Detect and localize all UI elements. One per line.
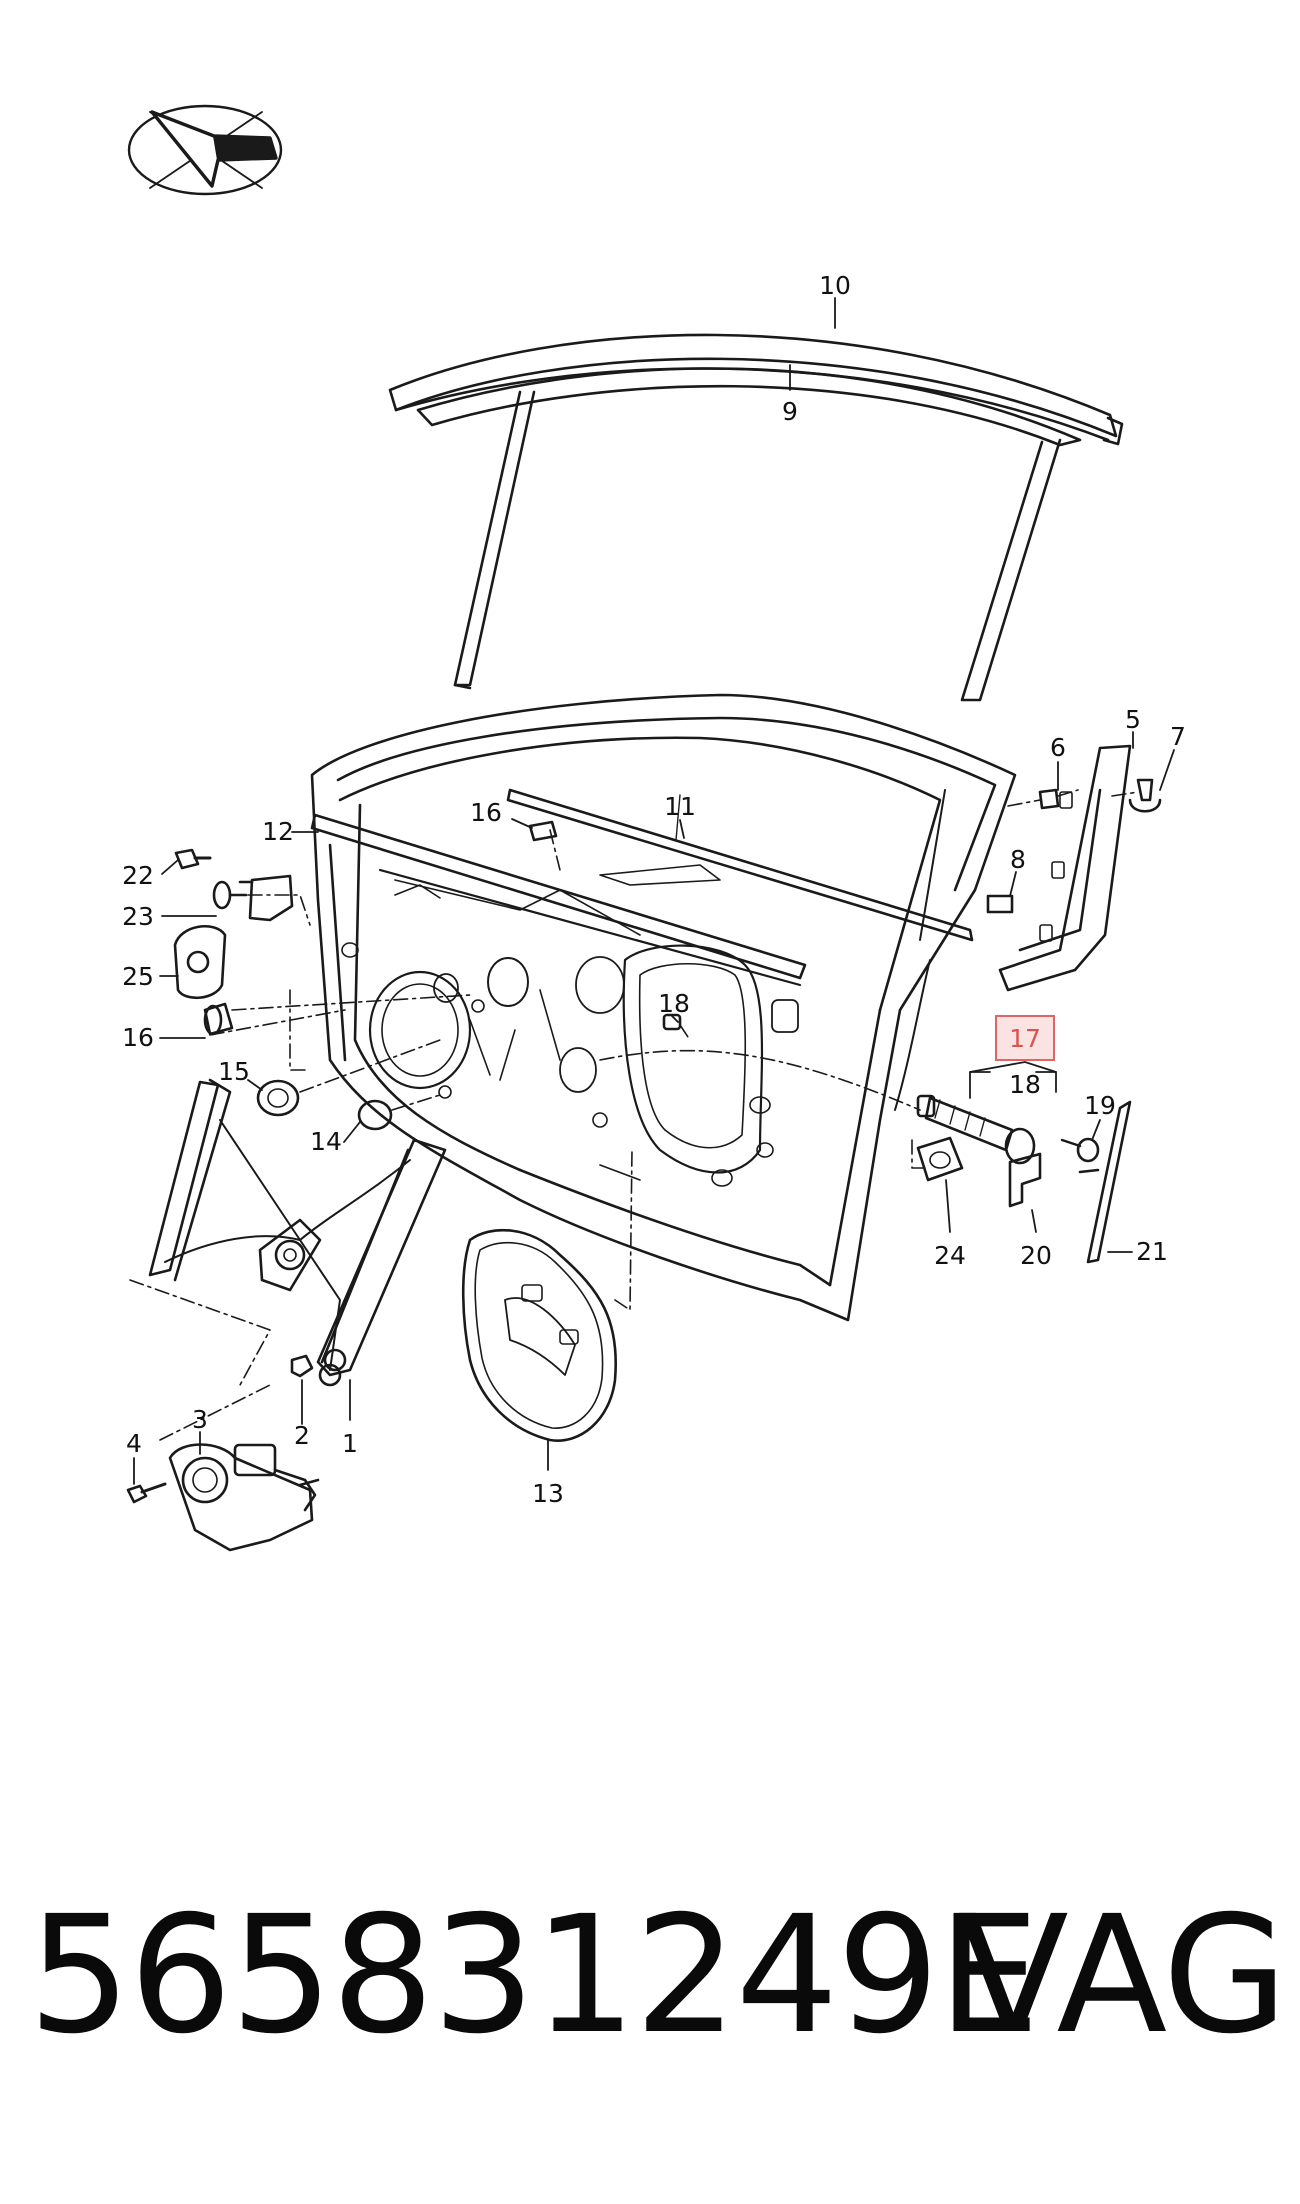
callout-18-upper[interactable]: 18 [658, 989, 690, 1018]
callout-10[interactable]: 10 [819, 271, 851, 300]
part-18-clip [662, 1013, 682, 1031]
callout-20[interactable]: 20 [1020, 1241, 1052, 1270]
part-2-nut [290, 1354, 314, 1378]
part-13-sealing-film [461, 1228, 618, 1442]
part-11-waist-strip [506, 788, 974, 942]
callout-6[interactable]: 6 [1050, 733, 1066, 762]
callout-15[interactable]: 15 [218, 1057, 250, 1086]
highlight-box-17 [995, 1015, 1055, 1061]
part-7-rivet [1128, 778, 1162, 813]
callout-24[interactable]: 24 [934, 1241, 966, 1270]
bracket-17 [969, 1061, 1057, 1073]
door-frame [310, 693, 1017, 1322]
callout-17[interactable]: 17 [1009, 1024, 1041, 1053]
callout-3[interactable]: 3 [192, 1405, 208, 1434]
callout-1[interactable]: 1 [342, 1429, 358, 1458]
part-18-lock-cylinder [916, 1094, 1036, 1165]
callout-13[interactable]: 13 [532, 1479, 564, 1508]
part-25-gasket [173, 925, 227, 999]
brand-name: VAG [958, 1882, 1288, 2070]
part-16-nut [203, 1002, 234, 1036]
part-19-screw [1060, 1137, 1100, 1163]
part-4-bolt [126, 1482, 167, 1504]
part-number: 565831249E [28, 1882, 1040, 2070]
callout-14[interactable]: 14 [310, 1127, 342, 1156]
part-8-pad [986, 894, 1014, 914]
part-15-grommet [256, 1079, 300, 1117]
part-22-clip [174, 848, 212, 870]
part-3-window-motor [168, 1443, 320, 1552]
part-23-plug [212, 880, 248, 910]
callout-12[interactable]: 12 [262, 817, 294, 846]
part-24-gasket [916, 1136, 964, 1182]
footer: 565831249E VAG [28, 1882, 1288, 2095]
part-21-cap [1078, 1100, 1132, 1264]
callout-25[interactable]: 25 [122, 962, 154, 991]
callout-23[interactable]: 23 [122, 902, 154, 931]
callout-11[interactable]: 11 [664, 792, 696, 821]
callout-4[interactable]: 4 [126, 1429, 142, 1458]
part-6-clip [1038, 788, 1060, 810]
part-14-cap [357, 1099, 393, 1131]
orientation-arrow-logo-icon [127, 104, 283, 196]
callout-9[interactable]: 9 [782, 397, 798, 426]
callout-labels: 10 9 5 7 6 8 11 16 12 18 22 23 25 16 15 … [122, 271, 1186, 1508]
part-5-trim-strip [998, 744, 1132, 992]
part-9-window-channel [416, 367, 1082, 702]
part-16-clip [528, 820, 558, 842]
part-12-inner-strip [310, 813, 807, 980]
callout-22[interactable]: 22 [122, 861, 154, 890]
part-1-window-regulator [148, 1078, 447, 1387]
callout-16-upper[interactable]: 16 [470, 798, 502, 827]
callout-8[interactable]: 8 [1010, 845, 1026, 874]
callout-5[interactable]: 5 [1125, 705, 1141, 734]
callout-19[interactable]: 19 [1084, 1091, 1116, 1120]
callout-18-lower[interactable]: 18 [1009, 1070, 1041, 1099]
callout-16-lower[interactable]: 16 [122, 1023, 154, 1052]
part-bracket-top-left [238, 874, 294, 922]
callout-21[interactable]: 21 [1136, 1237, 1168, 1266]
callout-7[interactable]: 7 [1170, 722, 1186, 751]
part-20-bracket [1008, 1152, 1042, 1208]
assembly-leader-lines [129, 789, 1139, 1441]
callout-2[interactable]: 2 [294, 1421, 310, 1450]
